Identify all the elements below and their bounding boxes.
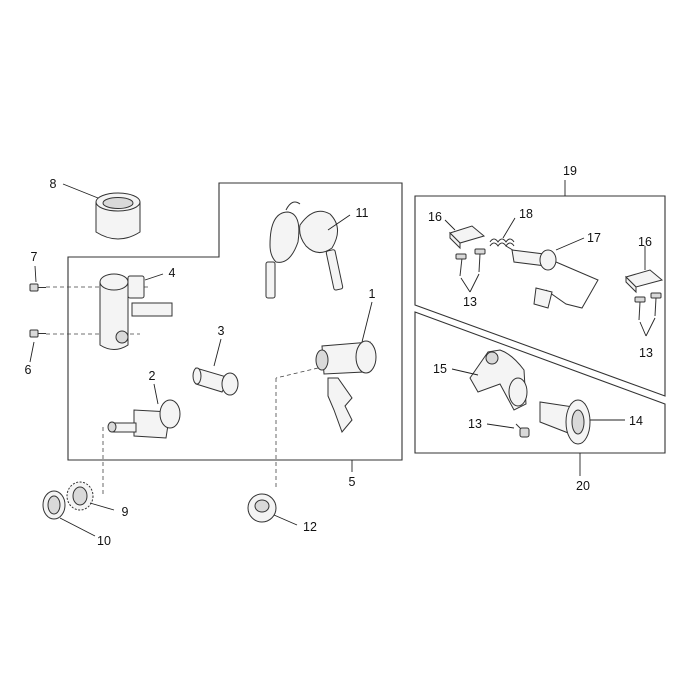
callout-13b: 13 [639, 346, 653, 360]
kit-19-frame [414, 195, 666, 397]
part-14-sleeve [539, 399, 591, 445]
callout-9: 9 [122, 505, 129, 519]
leader-10 [59, 517, 96, 537]
callout-6: 6 [25, 363, 32, 377]
callout-20: 20 [576, 479, 590, 493]
part-11-keys [265, 201, 344, 299]
callout-14: 14 [629, 414, 643, 428]
callout-8: 8 [50, 177, 57, 191]
callout-1: 1 [369, 287, 376, 301]
callout-13a: 13 [463, 295, 477, 309]
leader-13c [486, 423, 515, 429]
callout-16a: 16 [428, 210, 442, 224]
part-10-washer [42, 490, 66, 520]
part-16-clip-a [449, 225, 486, 250]
leader-13a-2 [469, 273, 480, 293]
callout-12: 12 [303, 520, 317, 534]
leader-4 [144, 273, 164, 281]
leader-2 [153, 383, 159, 405]
leader-18 [502, 217, 516, 239]
callout-2: 2 [149, 369, 156, 383]
callout-16b: 16 [638, 235, 652, 249]
part-15-housing [469, 349, 528, 411]
callout-10: 10 [97, 534, 111, 548]
lock-set-frame [67, 182, 403, 461]
part-13-screws-b [634, 292, 662, 321]
part-17-lever [511, 249, 599, 309]
callout-3: 3 [218, 324, 225, 338]
callout-5: 5 [349, 475, 356, 489]
part-9-toothed-washer [66, 481, 94, 511]
leader-6 [29, 341, 35, 363]
callout-17: 17 [587, 231, 601, 245]
part-1-seat-lock [315, 340, 377, 433]
part-12-nut [247, 493, 277, 523]
leader-3 [213, 338, 222, 367]
leader-7 [34, 265, 37, 283]
leader-16a [444, 219, 456, 231]
leader-1 [361, 301, 373, 343]
callout-13c: 13 [468, 417, 482, 431]
part-1-axis-a [275, 367, 319, 379]
part-4-lock-body [99, 273, 173, 350]
leader-8 [62, 183, 99, 199]
leader-13a-1 [460, 277, 471, 293]
kit-20-frame [414, 311, 666, 454]
leader-11 [327, 214, 351, 231]
callout-11: 11 [356, 206, 369, 220]
leader-17 [555, 237, 585, 251]
leader-15 [451, 368, 479, 376]
part-13-screws-a [455, 248, 486, 277]
part-6-screw [29, 329, 46, 338]
callout-4: 4 [169, 266, 176, 280]
callout-18: 18 [519, 207, 533, 221]
leader-13b-1 [639, 321, 647, 337]
part-13-screw-c [515, 423, 530, 438]
leader-13b-2 [645, 317, 656, 337]
leader-12 [273, 514, 298, 526]
part-2-lock [107, 399, 181, 439]
part-16-clip-b [625, 269, 664, 294]
callout-19: 19 [563, 164, 577, 178]
callout-15: 15 [433, 362, 447, 376]
part-7-screw [29, 283, 46, 292]
part-8-sleeve [95, 192, 141, 240]
part-3-cylinder [192, 367, 239, 396]
leader-9 [89, 502, 115, 511]
callout-7: 7 [31, 250, 38, 264]
